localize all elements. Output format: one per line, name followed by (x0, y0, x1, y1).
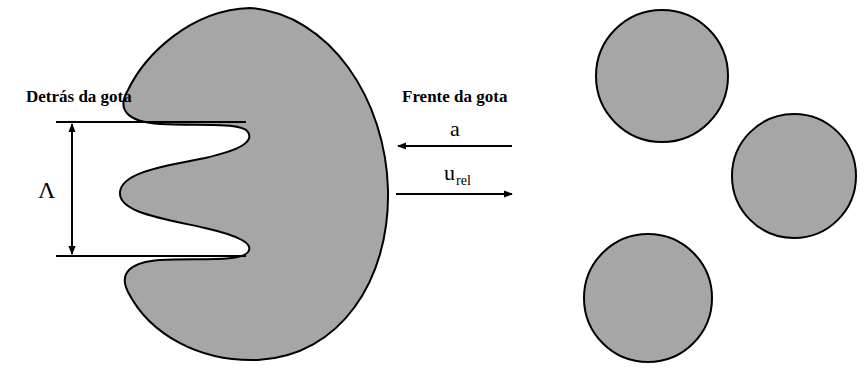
velocity-arrow (396, 193, 512, 195)
acceleration-symbol: a (450, 118, 460, 140)
dimension-arrow (71, 124, 73, 254)
fragment-droplet (596, 10, 728, 142)
acceleration-arrow (398, 145, 512, 147)
velocity-subscript: rel (456, 174, 471, 188)
dimension-line (56, 255, 246, 257)
fragment-droplet (584, 234, 712, 362)
velocity-symbol: u (444, 162, 455, 184)
fragment-droplet (732, 114, 856, 238)
region-label: Frente da gota (402, 88, 507, 105)
wavelength-symbol: Λ (38, 178, 55, 202)
dimension-line (56, 121, 246, 123)
region-label: Detrás da gota (26, 88, 132, 105)
deformed-droplet (120, 8, 388, 360)
